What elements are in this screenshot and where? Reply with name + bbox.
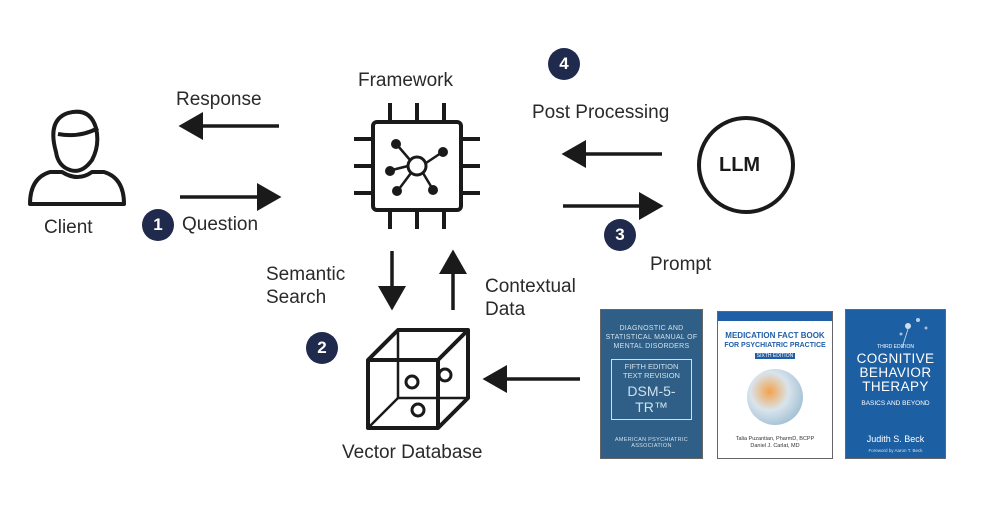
client-person-icon: [28, 109, 126, 206]
llm-label: LLM: [719, 154, 761, 176]
post-processing-label: Post Processing: [532, 102, 670, 123]
dsm-5-tr-book-cover: DIAGNOSTIC AND STATISTICAL MANUAL OF MEN…: [600, 309, 703, 459]
med-title: MEDICATION FACT BOOK: [725, 331, 825, 340]
dsm-edition2: TEXT REVISION: [623, 371, 680, 380]
med-edition: SIXTH EDITION: [755, 353, 795, 359]
medication-fact-book-cover: MEDICATION FACT BOOK FOR PSYCHIATRIC PRA…: [717, 311, 833, 459]
contextual-data-label: Contextual Data: [485, 276, 576, 320]
med-header-bar: [718, 312, 832, 321]
cognitive-behavior-therapy-cover: THIRD EDITION COGNITIVE BEHAVIOR THERAPY…: [845, 309, 946, 459]
dsm-edition: FIFTH EDITION: [624, 362, 679, 371]
vector-database-label: Vector Database: [342, 442, 483, 463]
framework-chip-icon: [354, 103, 480, 229]
med-author-2: Daniel J. Carlat, MD: [750, 443, 800, 449]
med-authors: Talia Puzantian, PharmD, BCPP Daniel J. …: [718, 436, 832, 450]
semantic-search-label: Semantic Search: [266, 264, 346, 308]
cbt-subtitle: BASICS AND BEYOND: [861, 400, 930, 407]
step-2-badge: 2: [306, 332, 338, 364]
med-author-1: Talia Puzantian, PharmD, BCPP: [735, 436, 815, 442]
dsm-title-box: FIFTH EDITION TEXT REVISION DSM-5-TR™: [611, 359, 692, 420]
dandelion-icon: [899, 318, 928, 349]
dsm-publisher: AMERICAN PSYCHIATRIC ASSOCIATION: [614, 437, 689, 449]
med-pill-image: [747, 369, 803, 425]
dsm-title: DSM-5-TR™: [627, 383, 676, 415]
llm-circle: [697, 116, 795, 214]
question-label: Question: [182, 214, 259, 235]
response-label: Response: [176, 89, 262, 110]
cbt-title: COGNITIVE BEHAVIOR THERAPY: [856, 351, 935, 394]
step-3-badge: 3: [604, 219, 636, 251]
cbt-edition: THIRD EDITION: [877, 344, 914, 350]
med-subtitle: FOR PSYCHIATRIC PRACTICE: [724, 342, 826, 349]
step-1-badge: 1: [142, 209, 174, 241]
client-label: Client: [44, 217, 93, 238]
vector-database-cube-icon: [366, 328, 470, 430]
prompt-label: Prompt: [650, 254, 712, 275]
framework-label: Framework: [358, 70, 454, 91]
cbt-author: Judith S. Beck: [866, 434, 925, 444]
step-4-badge: 4: [548, 48, 580, 80]
cbt-foreword: Foreword by Aaron T. Beck: [868, 448, 923, 453]
dsm-top-text: DIAGNOSTIC AND STATISTICAL MANUAL OF MEN…: [605, 325, 698, 350]
